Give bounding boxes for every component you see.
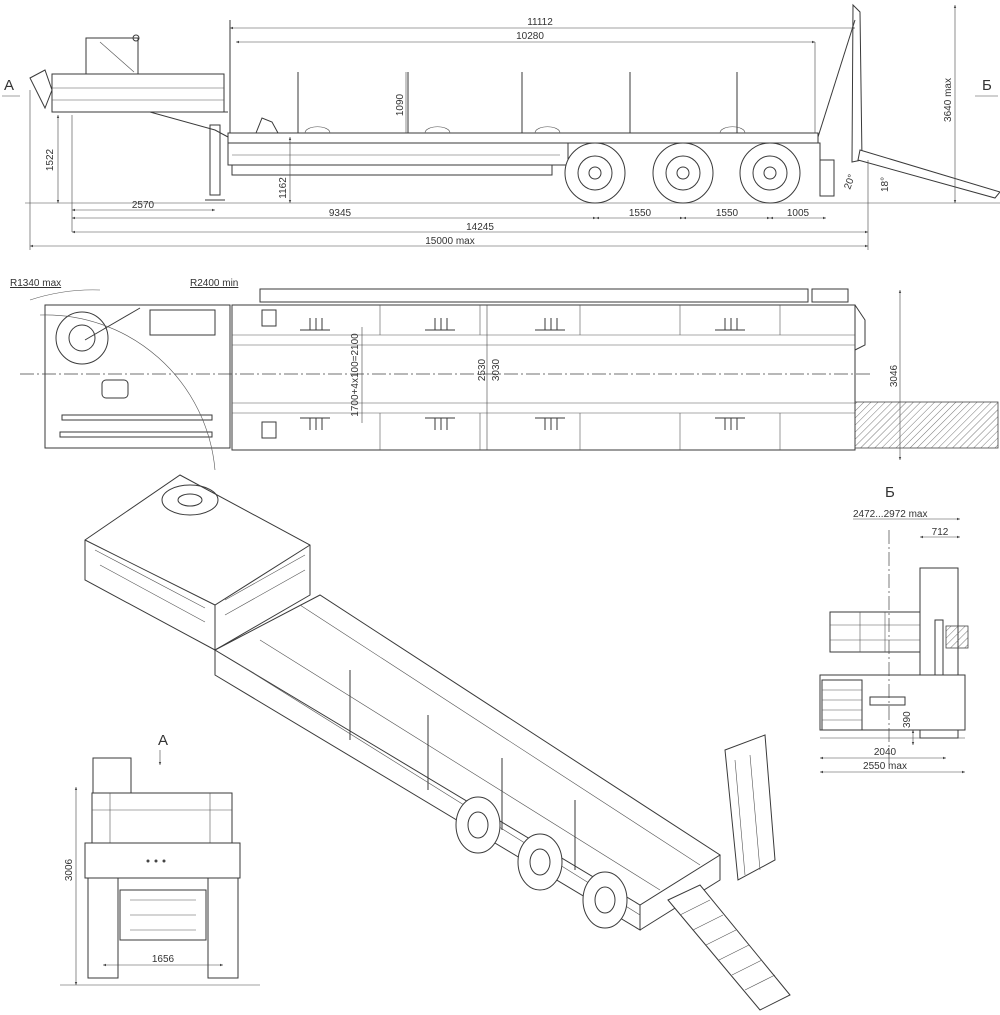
dim-rear-overhang: 1005 [787,208,810,219]
front-view-title: A [158,732,168,749]
wheels-iso [455,796,628,929]
stakes-iso [349,670,576,870]
dim-front-track: 1656 [152,954,175,965]
gooseneck [29,34,229,201]
dim-wheelbase-total: 14245 [466,222,494,233]
deck-top [231,304,856,451]
lashing-points [261,309,745,439]
dim-ramp-width-rear: 712 [932,527,949,538]
section-marker-b: Б [982,77,992,94]
dim-front-height: 3006 [64,858,75,881]
dim-ramp-width: 3046 [889,364,900,387]
side-view: 11112 10280 1090 1522 1162 2570 9345 155… [2,3,1000,250]
dim-kingpin-height: 1522 [45,148,56,171]
dim-overall-height: 3640 max [943,78,954,122]
dim-departure-angle: 20° [842,173,858,191]
dim-axle-spacing-2: 1550 [716,208,739,219]
rear-ramp [817,3,1000,199]
dim-platform-length: 10280 [516,31,544,42]
dim-axle-spacing-1: 1550 [629,208,652,219]
axle-wheels [564,142,801,204]
section-marker-a: A [4,77,14,94]
dim-deck-length: 11112 [527,17,553,28]
top-view: R1340 max R2400 min 1700+4x100=2100 2530… [10,278,999,471]
dim-first-axle: 9345 [329,208,352,219]
dim-deck-width: 3030 [491,358,502,381]
deck-iso [213,594,721,906]
front-view: A 3006 1656 [60,732,260,986]
dim-inner-width: 2530 [477,358,488,381]
dim-stake-height: 1090 [395,93,406,116]
isometric-view [84,474,791,1011]
dim-landing-gear: 2570 [132,200,155,211]
raised-ramp-iso [724,734,776,881]
dim-ground-clearance: 390 [902,711,913,728]
side-dimensions: 11112 10280 1090 1522 1162 2570 9345 155… [2,5,998,250]
dim-overall-length: 15000 max [425,236,474,247]
ramps-top [854,401,999,449]
rear-view: Б 2472...2972 max 712 390 2040 2550 max [819,484,969,774]
lowered-ramp-iso [667,884,791,1011]
deck [227,20,821,185]
dim-turn-radius: R2400 min [190,278,238,289]
dim-ramp-angle: 18° [880,177,891,192]
wheel-right [207,877,239,979]
gooseneck-iso [84,474,311,651]
gooseneck-top [44,304,231,449]
dim-deck-height: 1162 [278,177,289,199]
dim-rear-track: 2040 [874,747,897,758]
gooseneck-front [91,792,233,844]
rear-view-title: Б [885,484,895,501]
dim-overall-width: 2550 max [863,761,907,772]
side-rails [259,288,809,303]
dim-lashing-spacing: 1700+4x100=2100 [350,333,361,417]
dim-ramp-spread: 2472...2972 max [853,509,928,520]
dim-front-swing-radius: R1340 max [10,278,61,289]
wheel-left [87,877,119,979]
